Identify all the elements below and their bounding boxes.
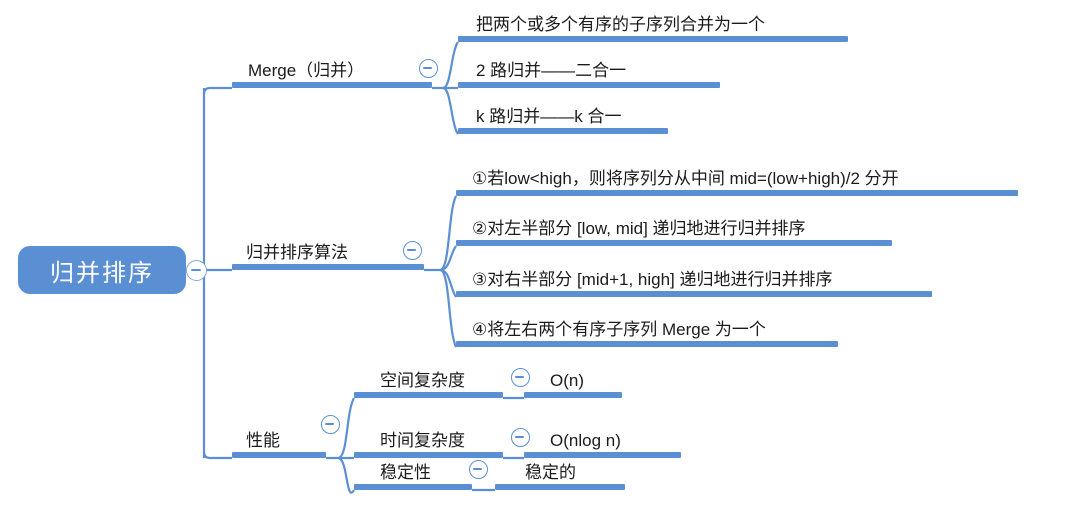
root-node[interactable]: 归并排序 xyxy=(18,246,186,294)
topic-underline xyxy=(458,128,668,134)
topic-value-label: O(n) xyxy=(550,371,584,390)
topic-perf-3-value[interactable]: 稳定的 xyxy=(495,460,625,490)
topic-underline xyxy=(354,452,503,458)
minus-circle-icon-performance[interactable] xyxy=(321,415,340,434)
topic-label: ③对右半部分 [mid+1, high] 递归地进行归并排序 xyxy=(472,270,833,289)
minus-circle-icon-root[interactable] xyxy=(186,260,207,281)
minus-circle-icon-perf-3[interactable] xyxy=(469,460,488,479)
topic-underline xyxy=(456,190,1018,196)
topic-label: ①若low<high，则将序列分从中间 mid=(low+high)/2 分开 xyxy=(472,169,899,188)
topic-perf-2[interactable]: 时间复杂度 xyxy=(354,428,503,458)
topic-label: Merge（归并） xyxy=(248,61,365,80)
topic-underline xyxy=(456,291,932,297)
topic-underline xyxy=(458,82,720,88)
topic-perf-3[interactable]: 稳定性 xyxy=(354,460,472,490)
topic-underline xyxy=(458,36,848,42)
topic-algo-2[interactable]: ②对左半部分 [low, mid] 递归地进行归并排序 xyxy=(456,216,892,246)
topic-underline xyxy=(524,392,622,398)
root-label: 归并排序 xyxy=(50,259,154,287)
minus-circle-icon-merge[interactable] xyxy=(419,59,438,78)
topic-algorithm[interactable]: 归并排序算法 xyxy=(232,240,424,270)
topic-underline xyxy=(354,484,472,490)
topic-value-label: O(nlog n) xyxy=(550,431,621,450)
topic-merge-1[interactable]: 把两个或多个有序的子序列合并为一个 xyxy=(458,12,848,42)
topic-algo-4[interactable]: ④将左右两个有序子序列 Merge 为一个 xyxy=(456,317,838,347)
topic-label: 稳定性 xyxy=(380,463,431,482)
minus-circle-icon-perf-1[interactable] xyxy=(511,368,530,387)
topic-label: k 路归并——k 合一 xyxy=(476,107,622,126)
topic-performance[interactable]: 性能 xyxy=(232,428,326,458)
topic-label: 空间复杂度 xyxy=(380,371,465,390)
topic-algo-3[interactable]: ③对右半部分 [mid+1, high] 递归地进行归并排序 xyxy=(456,267,932,297)
topic-underline xyxy=(232,82,432,88)
topic-perf-2-value[interactable]: O(nlog n) xyxy=(524,428,681,458)
topic-underline xyxy=(232,264,424,270)
minus-circle-icon-perf-2[interactable] xyxy=(511,428,530,447)
topic-underline xyxy=(232,452,326,458)
topic-perf-1[interactable]: 空间复杂度 xyxy=(354,368,503,398)
topic-underline xyxy=(495,484,625,490)
topic-label: ④将左右两个有序子序列 Merge 为一个 xyxy=(472,320,766,339)
topic-label: 时间复杂度 xyxy=(380,431,465,450)
topic-algo-1[interactable]: ①若low<high，则将序列分从中间 mid=(low+high)/2 分开 xyxy=(456,166,1018,196)
topic-merge[interactable]: Merge（归并） xyxy=(232,58,432,88)
topic-label: ②对左半部分 [low, mid] 递归地进行归并排序 xyxy=(472,219,806,238)
topic-underline xyxy=(456,341,838,347)
topic-merge-3[interactable]: k 路归并——k 合一 xyxy=(458,104,668,134)
topic-underline xyxy=(456,240,892,246)
topic-label: 归并排序算法 xyxy=(246,243,348,262)
topic-label: 性能 xyxy=(246,431,280,450)
topic-merge-2[interactable]: 2 路归并——二合一 xyxy=(458,58,720,88)
topic-underline xyxy=(524,452,681,458)
topic-value-label: 稳定的 xyxy=(525,463,576,482)
minus-circle-icon-algorithm[interactable] xyxy=(403,241,422,260)
topic-underline xyxy=(354,392,503,398)
topic-label: 2 路归并——二合一 xyxy=(476,61,627,80)
topic-label: 把两个或多个有序的子序列合并为一个 xyxy=(476,15,765,34)
topic-perf-1-value[interactable]: O(n) xyxy=(524,368,622,398)
